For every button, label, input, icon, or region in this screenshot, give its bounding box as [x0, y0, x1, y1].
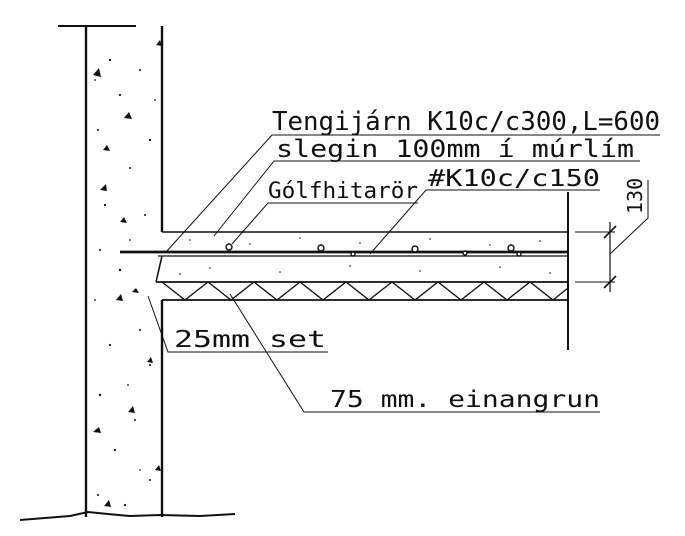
label-heating-pipe: Gólfhitarör: [268, 178, 418, 204]
screed-stipple: [179, 237, 551, 275]
label-mesh: #K10c/c150: [428, 166, 600, 192]
leader-joint: [147, 295, 328, 353]
leader-anchor-bar: [165, 134, 660, 253]
leaders: [147, 134, 660, 413]
dimension-label: 130: [623, 178, 647, 214]
label-anchor-bar: Tengijárn K10c/c300,L=600: [272, 107, 660, 137]
concrete-aggregate-pattern: [93, 40, 162, 507]
leader-screed: [213, 160, 640, 237]
labels: Tengijárn K10c/c300,L=600 slegin 100mm í…: [174, 107, 660, 413]
insulation-zigzag: [161, 281, 569, 301]
leader-insulation: [229, 293, 600, 413]
heating-pipe-icons: [225, 243, 522, 257]
label-insulation: 75 mm. einangrun: [330, 387, 600, 413]
concrete-wall: [19, 25, 236, 521]
dimension-130: 130: [575, 178, 649, 292]
label-joint: 25mm set: [174, 327, 326, 353]
leader-mesh: [369, 189, 600, 255]
leader-heating-pipe: [231, 202, 418, 245]
label-screed: slegin 100mm í múrlím: [276, 135, 634, 163]
floor-slab: [120, 192, 569, 350]
